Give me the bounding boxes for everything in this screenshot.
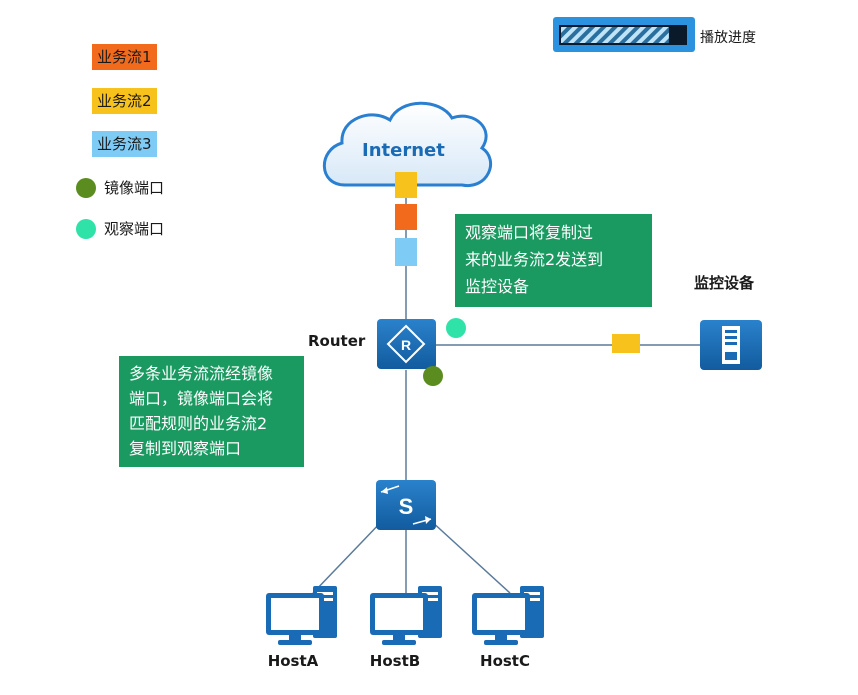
host-b-pc-icon (370, 586, 442, 645)
monitor-label: 监控设备 (694, 274, 755, 292)
legend-flow-1: 业务流1 (92, 44, 157, 70)
legend-observe-port-dot (76, 219, 96, 239)
observe-callout-line-2: 来的业务流2发送到 (465, 250, 604, 269)
host-a-pc-icon (266, 586, 337, 645)
observe-callout-line-3: 监控设备 (465, 277, 530, 296)
observe-callout-line-1: 观察端口将复制过 (465, 223, 594, 242)
legend-observe-port-label: 观察端口 (104, 220, 165, 238)
internet-cloud-icon (322, 101, 493, 187)
legend-flow-3: 业务流3 (92, 131, 157, 157)
host-c-pc-icon (472, 586, 544, 645)
observe-port-callout: 观察端口将复制过 来的业务流2发送到 监控设备 (455, 214, 652, 307)
progress-fill (561, 27, 669, 43)
router-label: Router (308, 332, 366, 350)
mirror-port-dot (423, 366, 443, 386)
svg-text:R: R (401, 337, 411, 353)
legend-mirror-port-label: 镜像端口 (104, 179, 165, 197)
mirror-callout-line-4: 复制到观察端口 (129, 439, 242, 458)
progress-label: 播放进度 (700, 30, 756, 46)
packet-flow-2-uplink (395, 172, 417, 198)
link-switch-hostc (429, 519, 511, 594)
router-icon: R (377, 319, 436, 369)
legend-mirror-port-dot (76, 178, 96, 198)
host-a-label: HostA (267, 652, 319, 670)
mirror-port-callout: 多条业务流流经镜像 端口，镜像端口会将 匹配规则的业务流2 复制到观察端口 (119, 356, 304, 467)
mirror-callout-line-3: 匹配规则的业务流2 (129, 414, 268, 433)
observe-port-dot (446, 318, 466, 338)
packet-flow-3-uplink (395, 238, 417, 266)
monitor-server-icon (700, 320, 762, 370)
internet-label: Internet (362, 140, 445, 161)
host-b-label: HostB (369, 652, 421, 670)
progress-bar[interactable] (553, 17, 695, 52)
svg-text:S: S (399, 494, 414, 519)
mirror-callout-line-1: 多条业务流流经镜像 (129, 364, 274, 383)
legend-flow-2: 业务流2 (92, 88, 157, 114)
packet-flow-2-to-monitor (612, 334, 640, 353)
switch-icon: S (376, 480, 436, 530)
mirror-callout-line-2: 端口，镜像端口会将 (129, 389, 274, 408)
packet-flow-1-uplink (395, 204, 417, 230)
host-c-label: HostC (480, 652, 530, 670)
link-switch-hosta (312, 519, 384, 594)
